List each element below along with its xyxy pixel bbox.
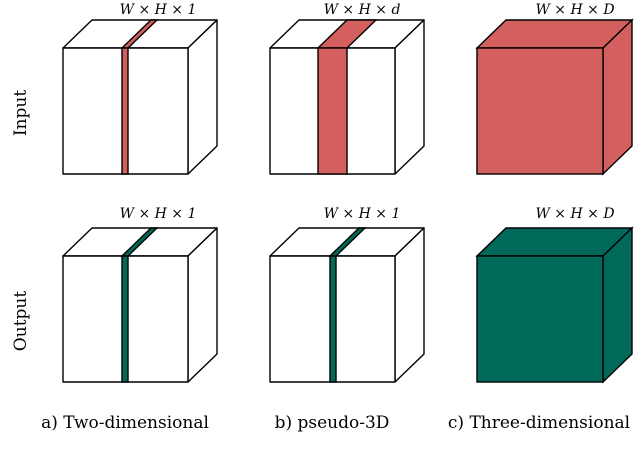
cube-right-face <box>602 226 633 384</box>
cube-output-3d: W × H × D <box>475 206 634 384</box>
slice-front <box>121 47 129 175</box>
row-label-output: Output <box>11 291 31 352</box>
cube-right-face <box>394 227 425 383</box>
cube-output-pseudo3d: W × H × 1 <box>269 206 425 383</box>
cube-right-face <box>187 19 218 175</box>
row-label-input: Input <box>11 90 31 136</box>
caption-two-dimensional: a) Two-dimensional <box>41 413 209 433</box>
dims-label: W × H × D <box>535 2 614 18</box>
slab-front <box>317 47 348 175</box>
dims-label: W × H × 1 <box>120 206 197 222</box>
caption-pseudo-3d: b) pseudo-3D <box>275 413 390 433</box>
cube-front-face <box>476 47 604 175</box>
dims-label: W × H × 1 <box>120 2 197 18</box>
cube-input-2d: W × H × 1 <box>62 2 218 175</box>
cube-input-3d: W × H × D <box>475 2 634 176</box>
cube-right-face <box>394 19 425 175</box>
cube-right-face <box>187 227 218 383</box>
slice-front <box>329 255 337 383</box>
dims-label: W × H × 1 <box>324 206 401 222</box>
dims-label: W × H × D <box>535 206 614 222</box>
cube-input-pseudo3d: W × H × d <box>269 2 425 175</box>
dims-label: W × H × d <box>324 2 401 18</box>
cube-right-face <box>602 18 633 176</box>
cube-output-2d: W × H × 1 <box>62 206 218 383</box>
slice-front <box>121 255 129 383</box>
cube-front-face <box>476 255 604 383</box>
caption-three-dimensional: c) Three-dimensional <box>448 413 630 433</box>
